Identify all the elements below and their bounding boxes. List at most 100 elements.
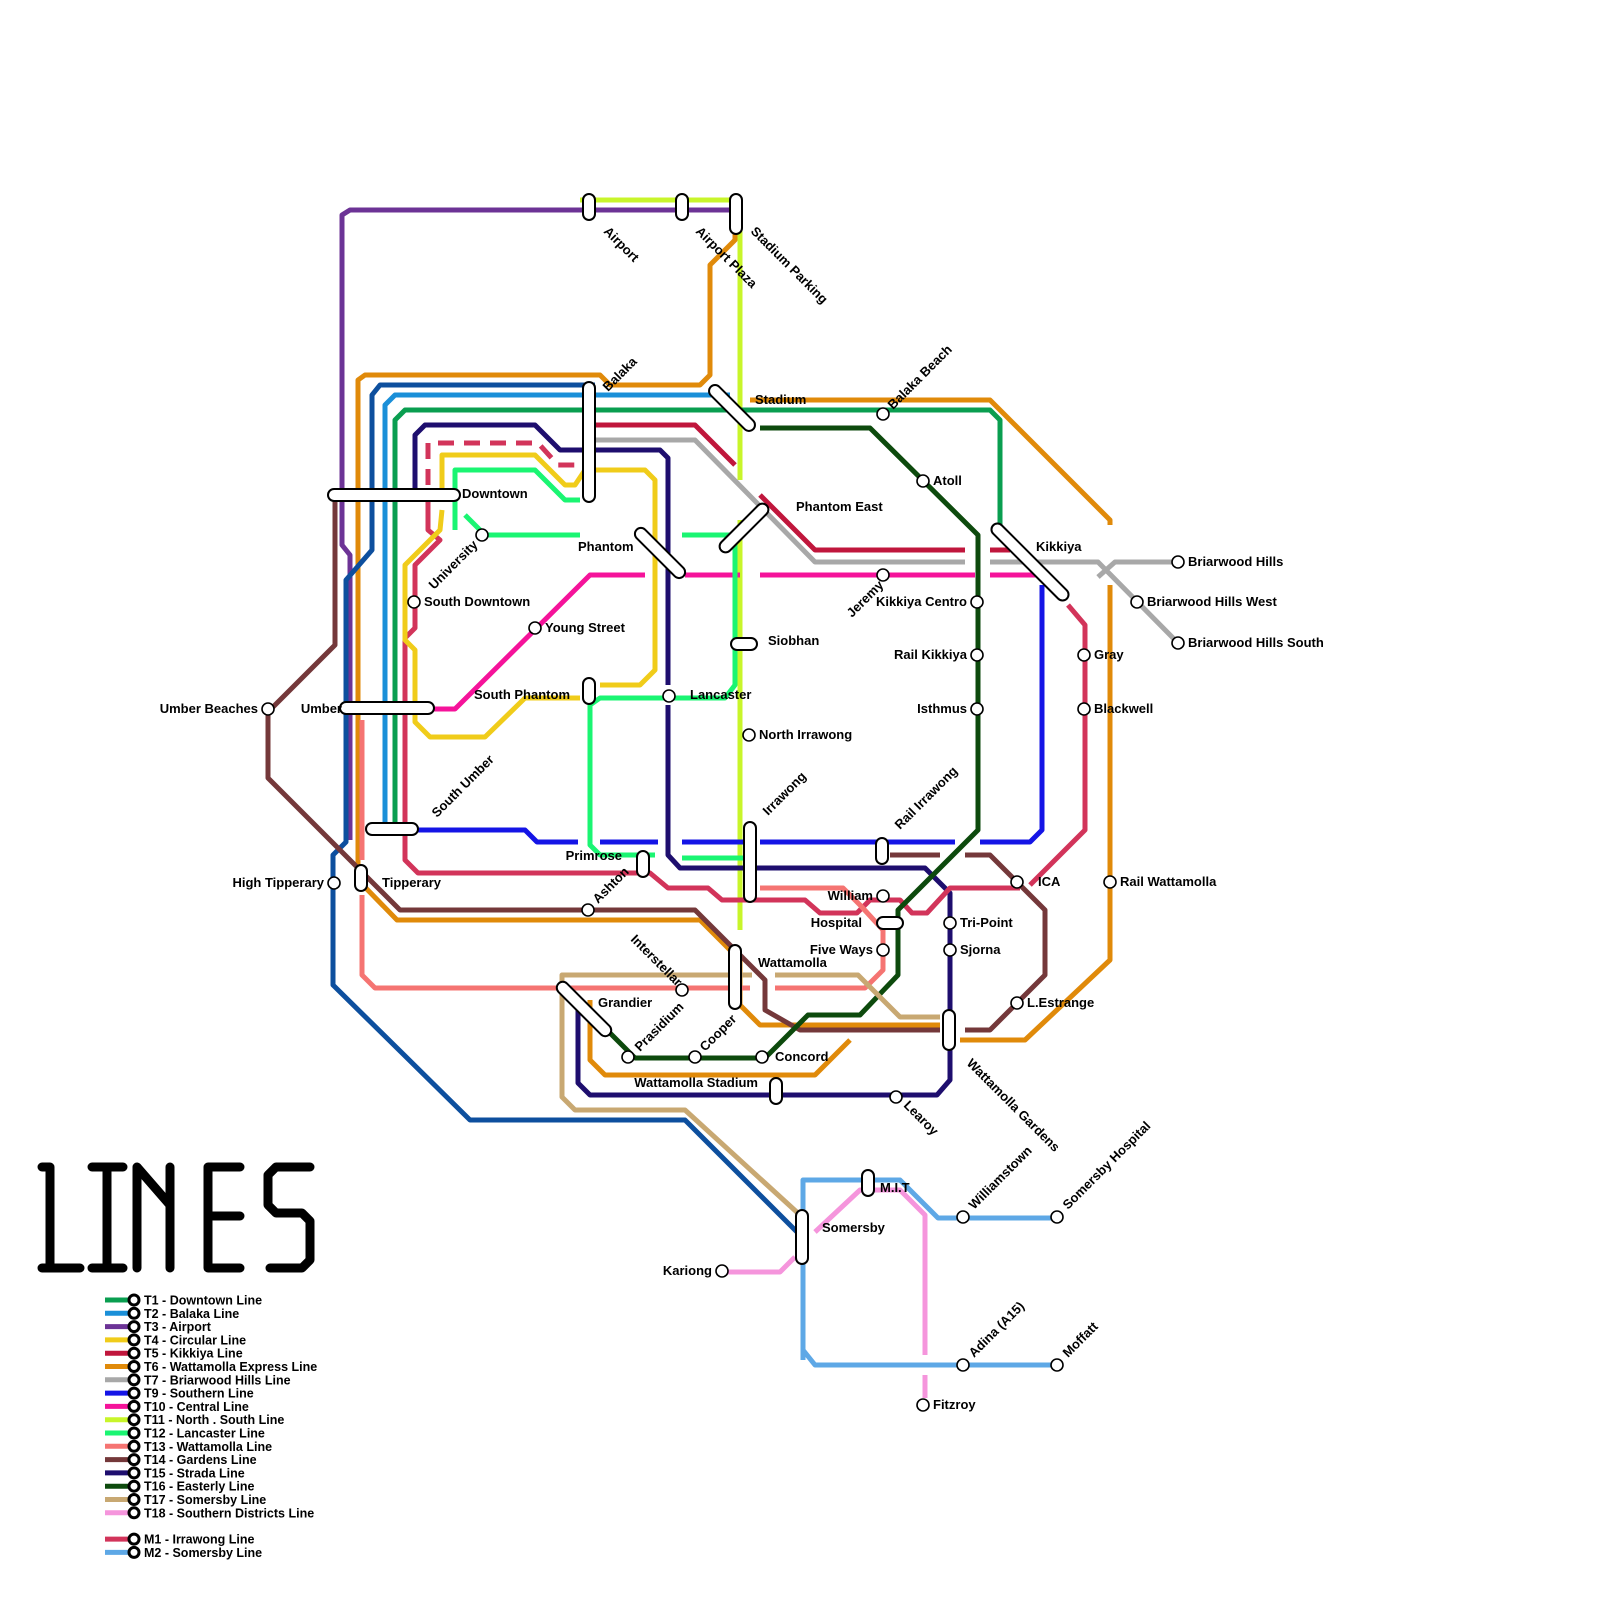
interchange-downtown[interactable]	[327, 488, 461, 502]
interchange-hospital[interactable]	[876, 916, 904, 930]
legend-label: T16 - Easterly Line	[144, 1480, 255, 1494]
station-high-tipperary[interactable]	[327, 876, 341, 890]
legend-station-icon	[127, 1346, 141, 1360]
interchange-somersby[interactable]	[795, 1209, 809, 1265]
line-t11	[580, 197, 743, 930]
legend-station-icon	[127, 1545, 141, 1559]
label-south-phantom: South Phantom	[474, 687, 570, 702]
station-young-street[interactable]	[528, 621, 542, 635]
station-gray[interactable]	[1077, 648, 1091, 662]
interchange-rail-irrawong[interactable]	[875, 837, 889, 865]
station-briarwood-hills[interactable]	[1171, 555, 1185, 569]
station-south-downtown[interactable]	[407, 595, 421, 609]
station-umber-beaches[interactable]	[261, 702, 275, 716]
legend-station-icon	[127, 1532, 141, 1546]
interchange-primrose[interactable]	[636, 850, 650, 878]
label-interstellar: Interstellar	[628, 932, 686, 990]
station-blackwell[interactable]	[1077, 702, 1091, 716]
station-adina[interactable]	[956, 1358, 970, 1372]
station-jeremy[interactable]	[876, 568, 890, 582]
interchange-stadium-parking[interactable]	[729, 193, 743, 235]
legend-station-icon	[127, 1413, 141, 1427]
interchange-south-umber[interactable]	[365, 822, 419, 836]
legend-station-icon	[127, 1506, 141, 1520]
label-briarwood-hills-west: Briarwood Hills West	[1147, 594, 1277, 609]
station-fitzroy[interactable]	[916, 1398, 930, 1412]
line-t10	[420, 572, 1040, 712]
station-tri-point[interactable]	[943, 916, 957, 930]
station-william[interactable]	[876, 889, 890, 903]
station-williamstown[interactable]	[956, 1210, 970, 1224]
legend-label: T4 - Circular Line	[144, 1333, 246, 1347]
interchange-siobhan[interactable]	[730, 637, 758, 651]
station-lancaster[interactable]	[662, 689, 676, 703]
station-somersby-hospital[interactable]	[1050, 1210, 1064, 1224]
legend-label: T9 - Southern Line	[144, 1387, 254, 1401]
station-moffatt[interactable]	[1050, 1358, 1064, 1372]
label-airport: Airport	[601, 224, 643, 266]
label-irrawong: Irrawong	[760, 769, 809, 818]
label-south-umber: South Umber	[429, 752, 497, 820]
station-concord[interactable]	[755, 1050, 769, 1064]
label-south-downtown: South Downtown	[424, 594, 530, 609]
label-kikkiya-centro: Kikkiya Centro	[876, 594, 967, 609]
legend-station-icon	[127, 1333, 141, 1347]
station-rail-kikkiya[interactable]	[970, 648, 984, 662]
station-learoy[interactable]	[889, 1090, 903, 1104]
interchange-kikkiya[interactable]	[989, 521, 1071, 603]
legend-item-t4: T4 - Circular Line	[105, 1333, 246, 1347]
station-kikkiya-centro[interactable]	[970, 595, 984, 609]
legend-item-t9: T9 - Southern Line	[105, 1386, 254, 1401]
legend-station-icon	[127, 1386, 141, 1400]
label-wattamolla-gardens: Wattamolla Gardens	[964, 1056, 1063, 1155]
station-prasidium[interactable]	[621, 1050, 635, 1064]
label-young-street: Young Street	[545, 620, 626, 635]
label-sjorna: Sjorna	[960, 942, 1001, 957]
station-university[interactable]	[475, 528, 489, 542]
legend-item-t11: T11 - North . South Line	[105, 1413, 284, 1427]
station-l-estrange[interactable]	[1010, 996, 1024, 1010]
interchange-mit[interactable]	[861, 1169, 875, 1197]
interchange-umber[interactable]	[339, 701, 435, 715]
label-kariong: Kariong	[663, 1263, 712, 1278]
station-atoll[interactable]	[916, 474, 930, 488]
label-briarwood-hills: Briarwood Hills	[1188, 554, 1283, 569]
label-north-irrawong: North Irrawong	[759, 727, 852, 742]
interchange-phantom-east[interactable]	[717, 501, 771, 555]
interchange-stadium[interactable]	[707, 383, 758, 434]
interchange-wattamolla-gardens[interactable]	[942, 1009, 956, 1051]
station-cooper[interactable]	[688, 1050, 702, 1064]
station-briarwood-hills-south[interactable]	[1171, 636, 1185, 650]
interchange-airport[interactable]	[582, 193, 596, 221]
label-downtown: Downtown	[462, 486, 528, 501]
interchange-irrawong[interactable]	[743, 821, 757, 903]
station-north-irrawong[interactable]	[742, 728, 756, 742]
interchange-wattamolla-stadium[interactable]	[769, 1077, 783, 1105]
station-isthmus[interactable]	[970, 702, 984, 716]
station-five-ways[interactable]	[876, 943, 890, 957]
station-ashton[interactable]	[581, 903, 595, 917]
interchange-grandier[interactable]	[554, 979, 613, 1038]
label-mit: M.I.T	[880, 1180, 910, 1195]
legend-item-t17: T17 - Somersby Line	[105, 1493, 266, 1507]
station-rail-wattamolla[interactable]	[1103, 875, 1117, 889]
interchange-phantom[interactable]	[632, 525, 687, 580]
legend-station-icon	[127, 1306, 141, 1320]
interchange-balaka[interactable]	[582, 381, 596, 503]
station-sjorna[interactable]	[943, 943, 957, 957]
legend-station-icon	[127, 1426, 141, 1440]
station-kariong[interactable]	[715, 1264, 729, 1278]
legend-item-t14: T14 - Gardens Line	[105, 1453, 257, 1467]
station-briarwood-hills-west[interactable]	[1130, 595, 1144, 609]
legend-item-t15: T15 - Strada Line	[105, 1466, 245, 1480]
interchange-wattamolla[interactable]	[728, 944, 742, 1010]
station-balaka-beach[interactable]	[876, 407, 890, 421]
legend-label: T1 - Downtown Line	[144, 1294, 262, 1308]
interchange-airport-plaza[interactable]	[675, 193, 689, 221]
station-interstellar[interactable]	[675, 983, 689, 997]
interchange-south-phantom[interactable]	[582, 677, 596, 705]
interchange-tipperary[interactable]	[354, 864, 368, 892]
line-dark-blue	[330, 382, 802, 1237]
station-ica[interactable]	[1010, 875, 1024, 889]
